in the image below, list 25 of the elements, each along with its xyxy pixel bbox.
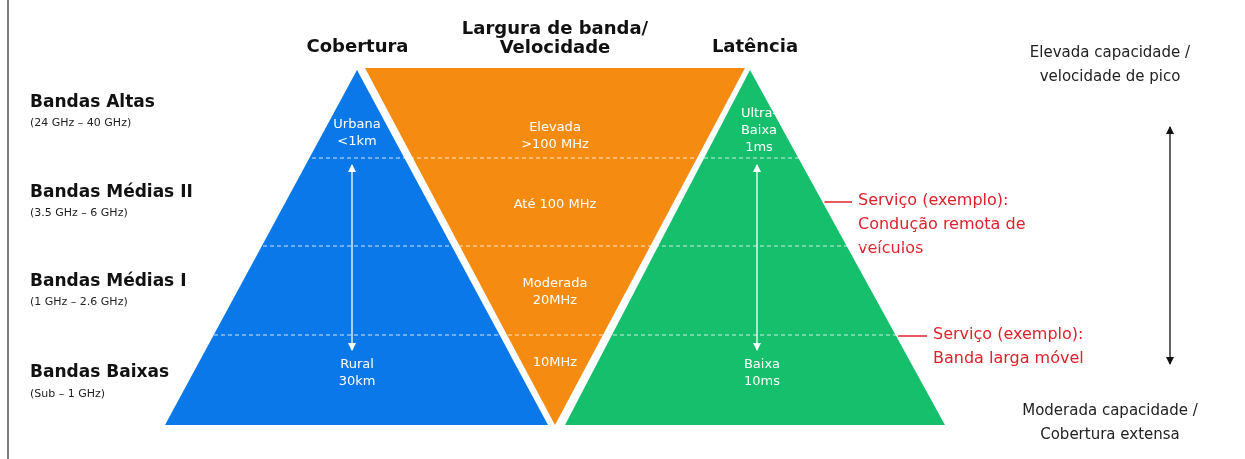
- band-name: Bandas Baixas: [30, 361, 170, 381]
- scale-note: Moderada capacidade / Cobertura extensa: [1021, 400, 1199, 445]
- value-text: Até 100 MHz: [512, 195, 598, 212]
- value-text: Elevada >100 MHz: [520, 118, 590, 152]
- value-text: Moderada 20MHz: [521, 274, 589, 308]
- value-text: Ultra-Baixa 1ms: [739, 104, 779, 155]
- frequency-range: (3.5 GHz – 6 GHz): [30, 206, 128, 219]
- value-text: Urbana <1km: [332, 115, 382, 149]
- frequency-range: (Sub – 1 GHz): [30, 387, 106, 400]
- band-name: Bandas Altas: [30, 91, 155, 111]
- service-note: Serviço (exemplo): Banda larga móvel: [933, 322, 1133, 370]
- band-name: Bandas Médias II: [30, 181, 193, 201]
- frequency-range: (24 GHz – 40 GHz): [30, 116, 132, 129]
- scale-note: Elevada capacidade / velocidade de pico: [1028, 42, 1192, 87]
- leader-line: [897, 335, 928, 337]
- frequency-range: (1 GHz – 2.6 GHz): [30, 295, 128, 308]
- service-note: Serviço (exemplo): Condução remota de veículos: [858, 188, 1058, 260]
- value-text: 10MHz: [531, 353, 579, 370]
- column-heading: Latência: [710, 36, 800, 55]
- column-heading: Cobertura: [305, 36, 410, 55]
- column-heading: Largura de banda/ Velocidade: [460, 18, 650, 56]
- value-text: Baixa 10ms: [742, 355, 782, 389]
- value-text: Rural 30km: [337, 355, 377, 389]
- leader-line: [823, 201, 853, 203]
- band-name: Bandas Médias I: [30, 270, 187, 290]
